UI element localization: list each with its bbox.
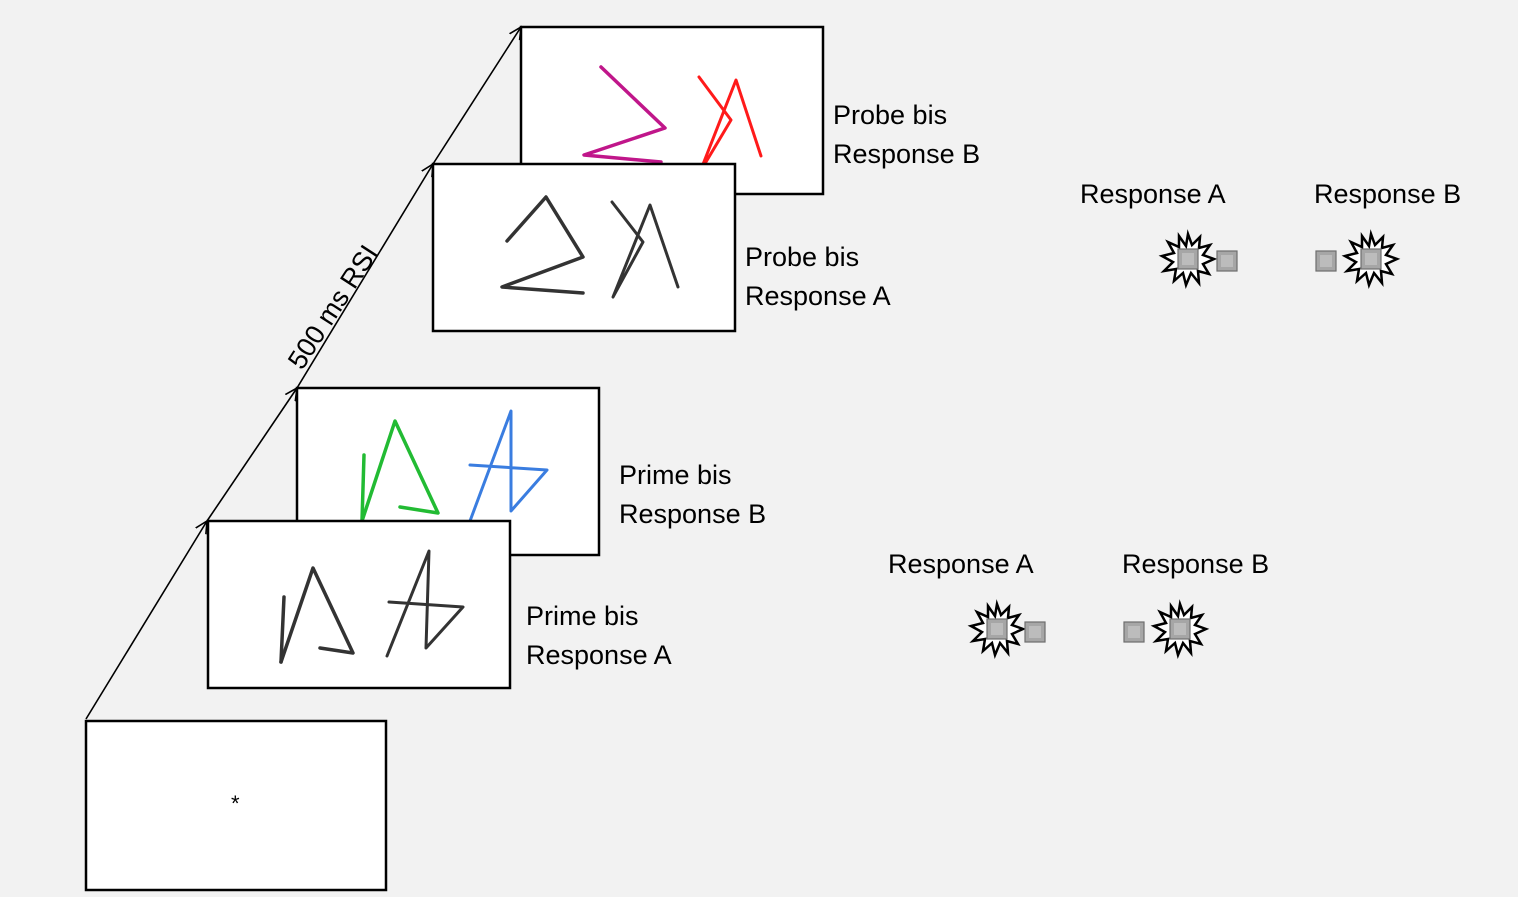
prime-b-label-line1: Prime bis [619,460,732,490]
upper-response-a-label: Response A [1080,179,1226,209]
probe-a-shape-left [500,195,585,295]
prime-a-label-line1: Prime bis [526,601,639,631]
prime-a-shape-left-main [279,566,355,664]
probe-b-shape-left [582,65,667,164]
lower-response-a-label: Response A [888,549,1034,579]
arrow-fixation-to-prime [85,521,207,720]
upper-response-b-label: Response B [1314,179,1462,209]
prime-a-label-line2: Response A [526,640,672,670]
fixation-frame [84,719,388,892]
probe-b-label-line1: Probe bis [833,100,948,130]
lower-response-a-icon [969,602,1046,657]
upper-response-a-icon [1160,232,1238,287]
probe-a-label-line1: Probe bis [745,242,860,272]
prime-b-shape-left-main [360,419,440,523]
prime-a-shape-left [279,595,286,664]
lower-response-b-icon [1123,602,1208,657]
arrow-prime-to-probe [296,164,433,389]
prime-b-shape-left [360,453,366,523]
lower-response-b-label: Response B [1122,549,1270,579]
prime-b-shape-right [468,409,549,523]
prime-frame-a [206,519,512,690]
probe-b-label-line2: Response B [833,139,981,169]
upper-response-b-icon [1315,232,1399,287]
fixation-cross: * [231,791,240,816]
probe-a-label-line2: Response A [745,281,891,311]
prime-b-label-line2: Response B [619,499,767,529]
arrow-prime-a-to-prime-b [206,388,297,522]
probe-a-shape-right [610,200,680,299]
prime-a-shape-right [385,549,465,658]
arrow-probe-a-to-probe-b [432,27,521,165]
probe-frame-a [431,162,737,333]
